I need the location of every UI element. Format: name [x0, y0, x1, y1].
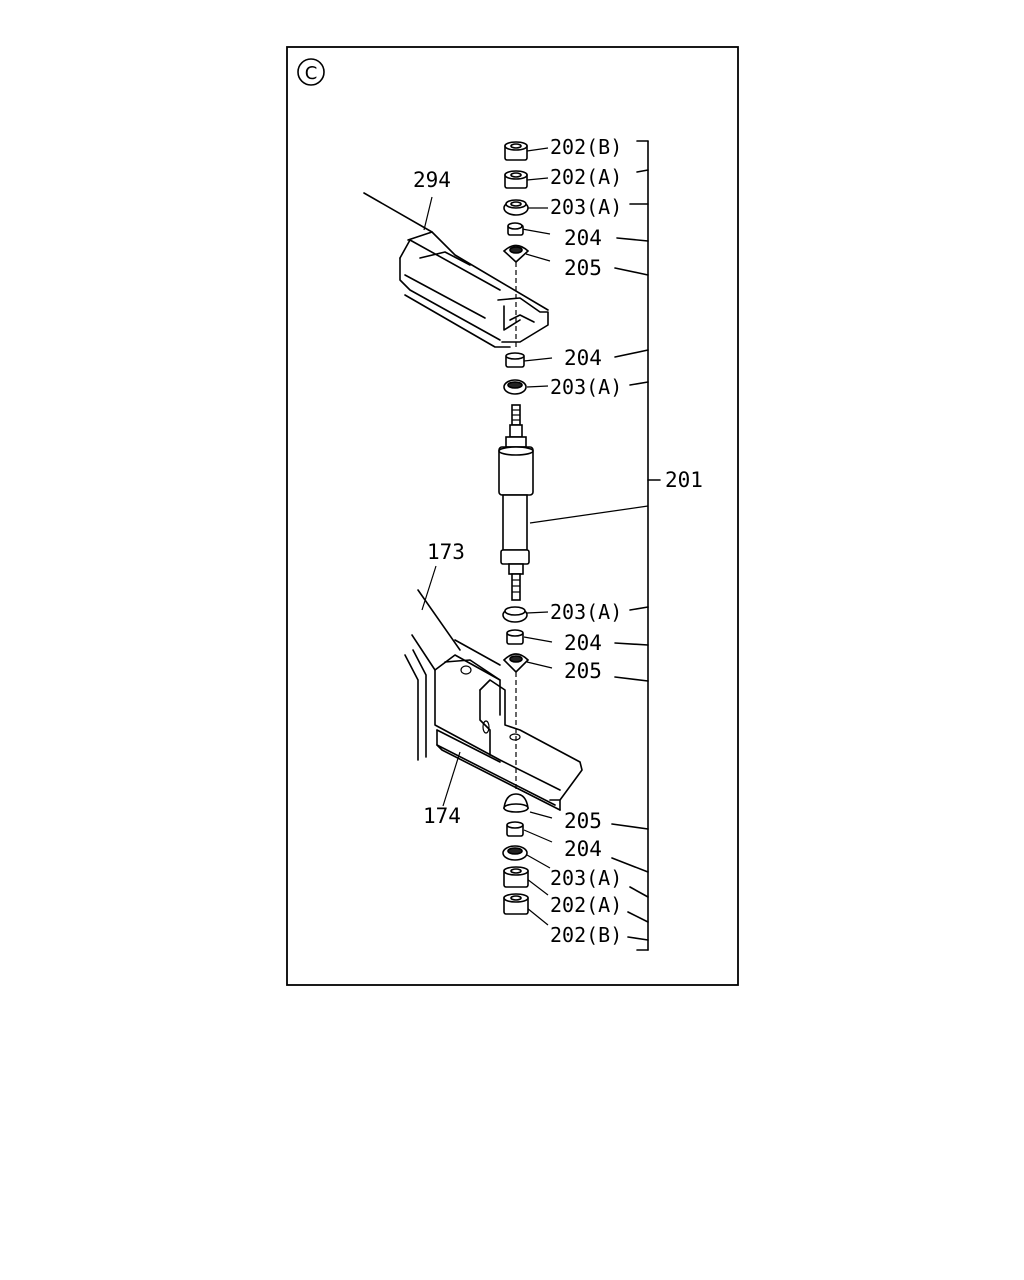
shock-absorber-201 [498, 404, 534, 601]
label-201: 201 [665, 468, 703, 492]
retainer-205-top [502, 244, 530, 264]
washer-203a-bot [502, 845, 528, 861]
view-marker-letter: C [305, 63, 318, 84]
bushing-204-mid [505, 352, 525, 368]
bushing-204-top [507, 222, 524, 236]
retainer-205-bot [503, 793, 529, 813]
label-204-low: 204 [564, 631, 602, 655]
view-marker: C [297, 58, 325, 86]
label-174: 174 [423, 804, 461, 828]
label-202a-top: 202(A) [550, 165, 622, 189]
nut-202a-bot [503, 866, 529, 888]
label-202b-top: 202(B) [550, 135, 622, 159]
bushing-204-bot [506, 821, 524, 837]
washer-203a-low [502, 606, 528, 623]
label-203a-bot: 203(A) [550, 866, 622, 890]
washer-203a-mid [503, 379, 527, 395]
frame-rail-174 [436, 729, 561, 811]
label-205-bot: 205 [564, 809, 602, 833]
label-205-low: 205 [564, 659, 602, 683]
diagram-frame [286, 46, 739, 986]
retainer-205-low [502, 653, 530, 674]
upper-bracket-294 [363, 192, 549, 348]
label-173: 173 [427, 540, 465, 564]
label-294: 294 [413, 168, 451, 192]
label-204-bot: 204 [564, 837, 602, 861]
label-203a-low: 203(A) [550, 600, 622, 624]
nut-202b-bot [503, 893, 529, 915]
label-204-mid: 204 [564, 346, 602, 370]
nut-202b-top [504, 141, 528, 161]
label-205-top: 205 [564, 256, 602, 280]
label-204-top: 204 [564, 226, 602, 250]
lower-bracket-173 [404, 589, 583, 801]
label-202a-bot: 202(A) [550, 893, 622, 917]
leader-lines [421, 147, 649, 926]
washer-203a-top [503, 199, 529, 216]
label-203a-mid: 203(A) [550, 375, 622, 399]
label-202b-bot: 202(B) [550, 923, 622, 947]
assembly-bracket [611, 140, 661, 951]
nut-202a-top [504, 170, 528, 189]
label-203a-top: 203(A) [550, 195, 622, 219]
bushing-204-low [506, 629, 524, 645]
